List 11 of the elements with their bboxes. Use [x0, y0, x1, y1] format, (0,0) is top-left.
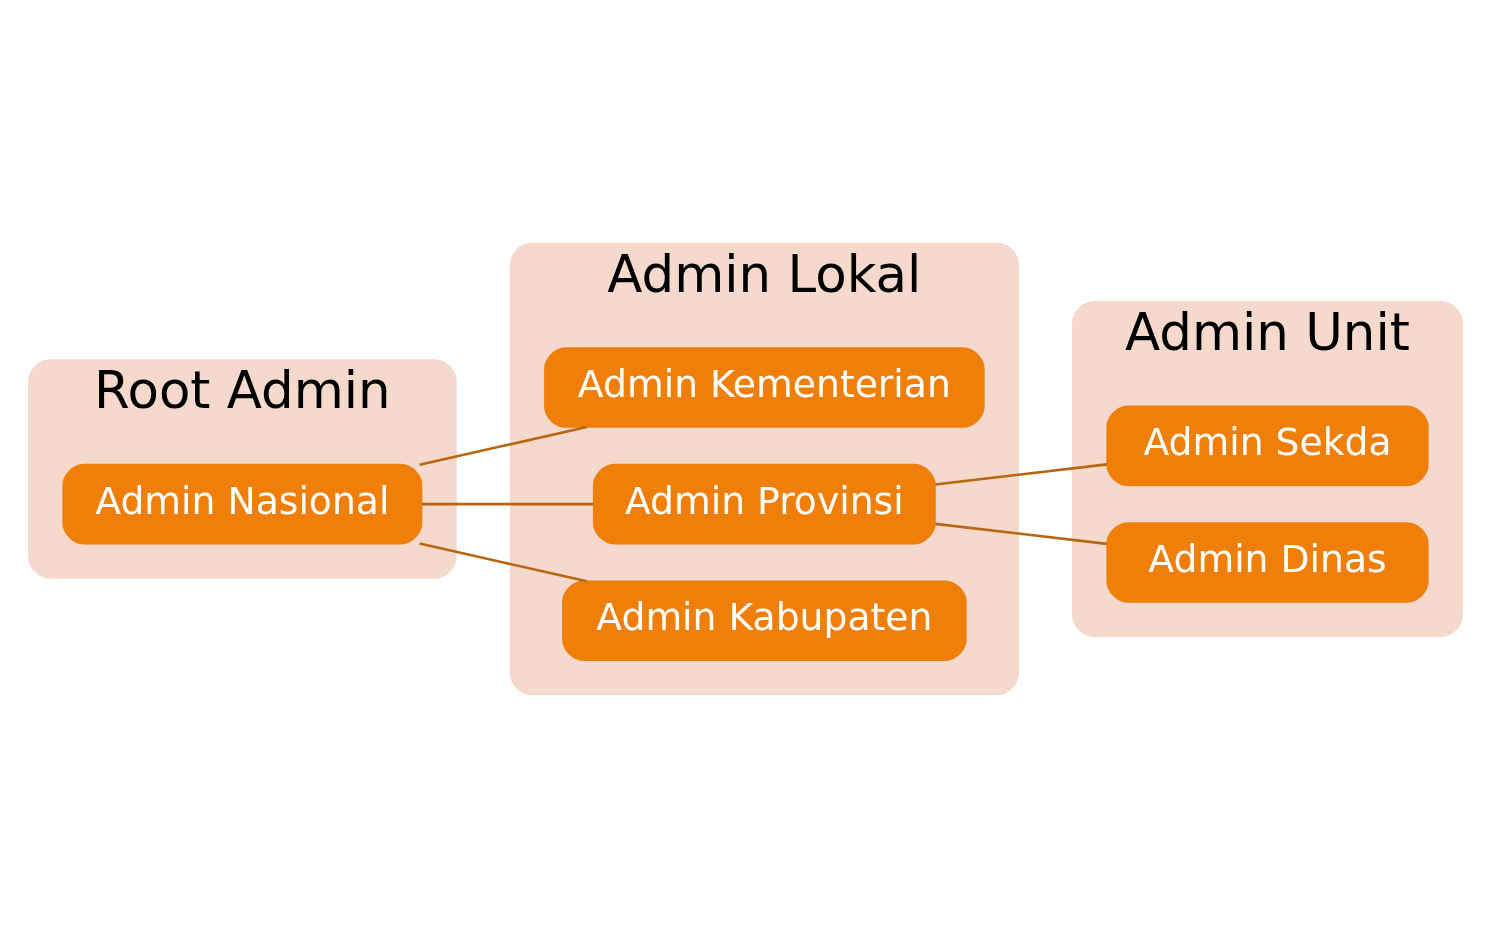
node-box: Admin Sekda [1106, 405, 1429, 487]
connector [935, 463, 1108, 486]
connector [419, 425, 588, 466]
connector [935, 522, 1108, 546]
node-box: Admin Provinsi [592, 463, 936, 545]
connector [419, 542, 588, 583]
node-box: Admin Kabupaten [562, 580, 967, 661]
connector [421, 502, 594, 506]
node-box: Admin Kementerian [544, 347, 985, 428]
node-box: Admin Nasional [62, 463, 423, 545]
node-box: Admin Dinas [1106, 522, 1429, 603]
